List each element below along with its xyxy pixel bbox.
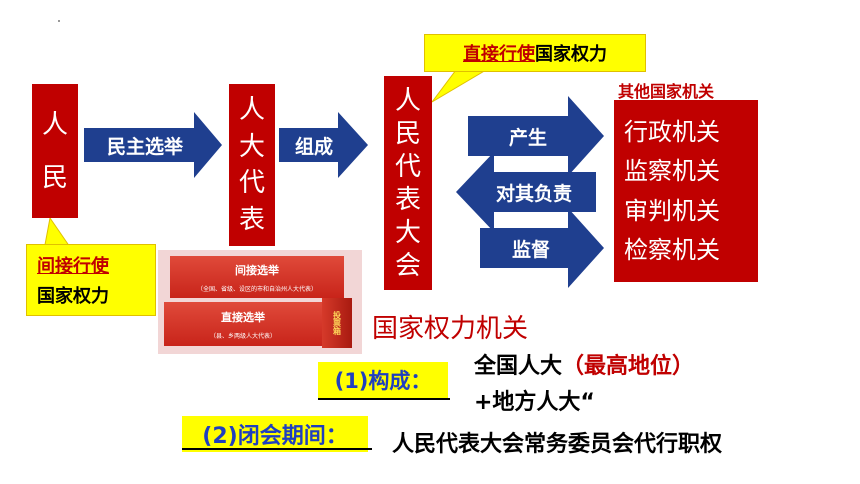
indirect-election-title: 间接选举 xyxy=(235,264,279,277)
direct-election-title: 直接选举 xyxy=(221,311,265,324)
election-image: 间接选举 （全国、省级、设区的市和自治州人大代表） 直接选举 （县、乡两级人大代… xyxy=(158,250,362,354)
recess-text: 人民代表大会常务委员会代行职权 xyxy=(392,432,723,457)
organ-item: 检察机关 xyxy=(624,236,720,265)
npc-char: 人 xyxy=(238,95,265,126)
npc-char: 代 xyxy=(238,168,265,199)
arrow-supervise xyxy=(480,208,604,288)
congress-char: 民 xyxy=(394,118,421,149)
arrow-produce xyxy=(468,96,604,176)
organ-item: 审判机关 xyxy=(624,196,720,225)
organ-item: 行政机关 xyxy=(624,117,720,146)
arrow-democratic-election xyxy=(84,112,222,178)
label-responsible: 对其负责 xyxy=(495,182,572,205)
congress-char: 大 xyxy=(394,217,421,248)
corner-dot xyxy=(58,20,60,22)
callout-direct-red: 直接行使 xyxy=(463,44,535,65)
recess-underline xyxy=(182,448,372,450)
ballot-box: 投票箱 xyxy=(322,298,352,348)
indirect-election-block: 间接选举 （全国、省级、设区的市和自治州人大代表） xyxy=(170,256,344,298)
congress-char: 代 xyxy=(394,151,421,182)
composition-highest-status: （最高地位） xyxy=(562,354,695,379)
people-char: 民 xyxy=(41,162,68,193)
composition-line2: +地方人大“ xyxy=(474,390,595,415)
npc-deputies-box: 人 大 代 表 xyxy=(229,84,275,246)
callout-direct-black: 国家权力 xyxy=(535,44,607,65)
composition-npc: 全国人大 xyxy=(474,354,563,379)
arrow-responsible xyxy=(456,152,596,232)
callout-indirect-red: 间接行使 xyxy=(37,256,109,277)
indirect-election-sub: （全国、省级、设区的市和自治州人大代表） xyxy=(196,286,317,293)
composition-line1: 全国人大（最高地位） xyxy=(474,348,694,380)
callout-direct-tail xyxy=(431,69,488,103)
organ-item: 监察机关 xyxy=(624,157,720,186)
npc-char: 大 xyxy=(238,131,265,162)
direct-election-block: 直接选举 （县、乡两级人大代表） xyxy=(164,302,322,346)
congress-char: 表 xyxy=(394,184,421,215)
label-produce: 产生 xyxy=(508,126,547,149)
direct-election-sub: （县、乡两级人大代表） xyxy=(209,333,276,340)
people-box: 人 民 xyxy=(32,84,78,218)
congress-char: 会 xyxy=(394,250,421,281)
npc-char: 表 xyxy=(238,204,265,235)
congress-char: 人 xyxy=(394,85,421,116)
recess-label: (2)闭会期间： xyxy=(182,416,368,452)
arrow-compose xyxy=(279,112,368,178)
people-char: 人 xyxy=(41,109,68,140)
other-organs-box: 行政机关 监察机关 审判机关 检察机关 xyxy=(614,100,758,282)
label-compose: 组成 xyxy=(294,135,333,158)
composition-label: (1)构成： xyxy=(318,362,448,398)
callout-indirect: 间接行使 国家权力 xyxy=(26,244,156,316)
label-democratic-election: 民主选举 xyxy=(106,135,183,158)
label-supervise: 监督 xyxy=(511,238,550,261)
congress-box: 人 民 代 表 大 会 xyxy=(384,76,432,290)
ballot-box-text: 投票箱 xyxy=(332,311,342,335)
callout-indirect-black: 国家权力 xyxy=(37,286,109,307)
callout-direct: 直接行使国家权力 xyxy=(424,34,646,72)
composition-underline xyxy=(318,398,450,400)
organ-heading: 国家权力机关 xyxy=(372,314,529,344)
other-organs-title: 其他国家机关 xyxy=(618,82,715,101)
